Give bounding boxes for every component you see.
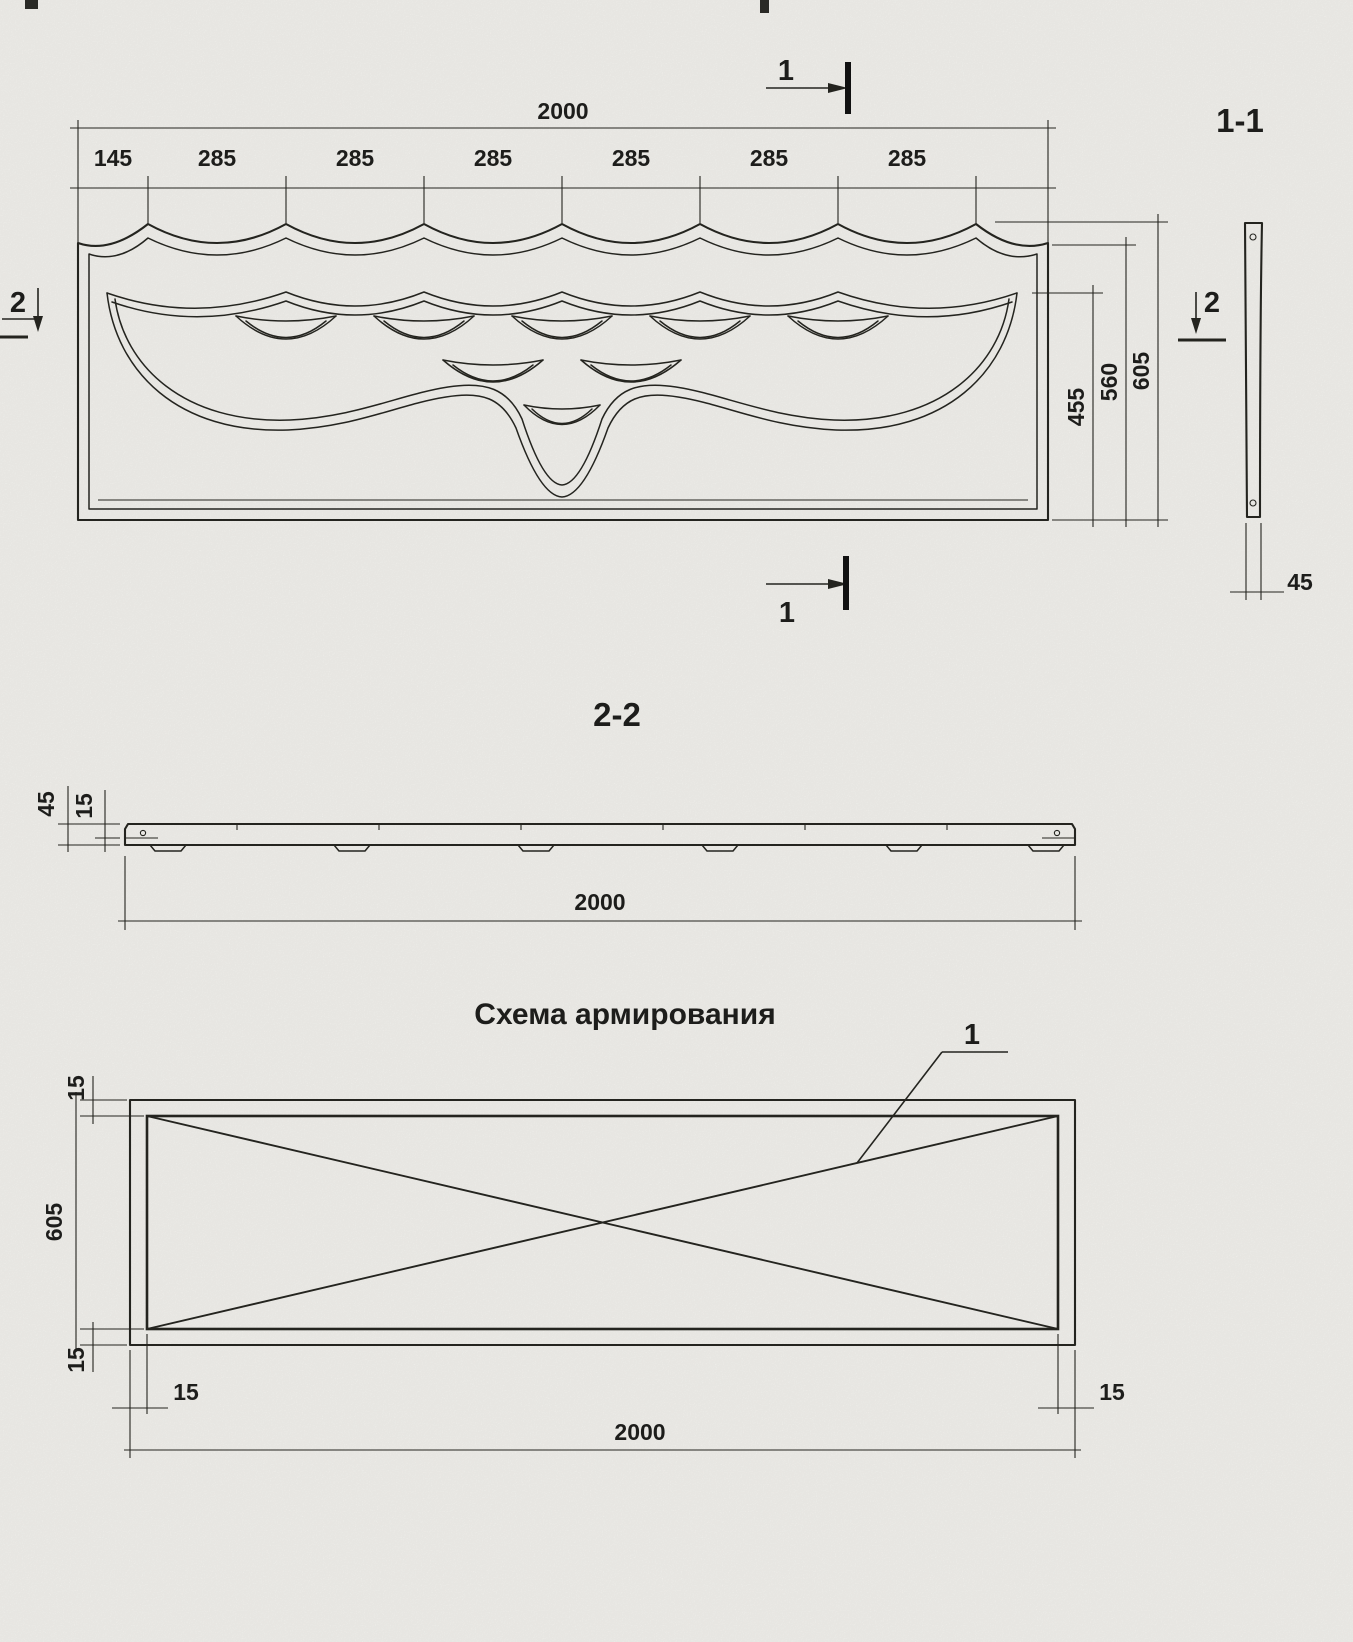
section-mark-1-top-label: 1 xyxy=(778,55,794,87)
reinforcement-dimensions-left: 15 605 15 xyxy=(41,1075,144,1373)
section-1-1-hole-top xyxy=(1249,233,1257,241)
dim-segment-3: 285 xyxy=(474,145,513,171)
dim-inset-right: 15 xyxy=(1099,1379,1125,1405)
section-2-2-view: 2-2 xyxy=(33,696,1082,930)
rebar-diagonal-2 xyxy=(146,1115,1059,1330)
dim-section-1-1-width: 45 xyxy=(1287,569,1313,595)
section-mark-2-right: 2 xyxy=(1178,287,1226,342)
section-1-1-view: 1-1 45 xyxy=(1216,102,1313,600)
section-1-1-label: 1-1 xyxy=(1216,102,1264,139)
reinforcement-view: Схема армирования 1 15 605 15 xyxy=(41,998,1125,1458)
section-mark-2-right-label: 2 xyxy=(1204,287,1220,319)
panel-ornament-swag xyxy=(106,291,1018,498)
section-mark-2-left-label: 2 xyxy=(10,287,26,319)
section-2-2-profile xyxy=(123,822,1077,852)
dim-segment-0: 145 xyxy=(94,145,133,171)
scan-artifact xyxy=(25,0,38,9)
dim-overall-width: 2000 xyxy=(537,98,588,124)
section-1-1-profile xyxy=(1243,221,1264,519)
panel-ornament-crescents xyxy=(235,315,889,426)
section-2-2-dimensions: 45 15 2000 xyxy=(33,786,1082,930)
reinforcement-callout: 1 xyxy=(856,1019,1008,1164)
dim-segment-5: 285 xyxy=(750,145,789,171)
dim-segment-6: 285 xyxy=(888,145,927,171)
dim-plan-length: 2000 xyxy=(614,1419,665,1445)
front-view: 2000 145 285 285 285 285 285 285 455 560 xyxy=(0,55,1226,629)
rebar-frame xyxy=(145,1114,1060,1331)
panel-inner-border xyxy=(88,237,1038,510)
dim-inset-left: 15 xyxy=(173,1379,199,1405)
dim-height-605: 605 xyxy=(1128,352,1154,391)
section-mark-1-bottom: 1 xyxy=(766,556,849,629)
dim-section-2-2-length: 2000 xyxy=(574,889,625,915)
dim-plan-height: 605 xyxy=(41,1203,67,1242)
dim-section-2-2-thickness: 15 xyxy=(71,793,97,819)
section-2-2-hole-left xyxy=(139,829,147,837)
dim-height-455: 455 xyxy=(1063,388,1089,427)
reinforcement-callout-label: 1 xyxy=(964,1019,980,1051)
scan-artifact xyxy=(760,0,769,13)
section-2-2-label: 2-2 xyxy=(593,696,641,733)
dim-segment-1: 285 xyxy=(198,145,237,171)
dim-height-560: 560 xyxy=(1096,363,1122,401)
reinforcement-dimensions-bottom: 15 15 2000 xyxy=(112,1334,1125,1458)
dim-section-2-2-height: 45 xyxy=(33,791,59,817)
section-mark-1-top: 1 xyxy=(766,55,851,114)
section-1-1-dimensions: 45 xyxy=(1230,523,1313,600)
front-dimensions-top: 2000 145 285 285 285 285 285 285 xyxy=(70,98,1056,245)
section-mark-2-left: 2 xyxy=(0,287,43,339)
front-dimensions-right: 455 560 605 xyxy=(995,214,1168,527)
dim-inset-bottom: 15 xyxy=(63,1347,89,1373)
section-mark-1-bottom-label: 1 xyxy=(779,597,795,629)
panel-outline xyxy=(76,222,1050,522)
reinforcement-title: Схема армирования xyxy=(474,998,775,1031)
panel-plan-outline xyxy=(128,1098,1077,1347)
section-1-1-hole-bottom xyxy=(1249,499,1257,507)
dim-segment-2: 285 xyxy=(336,145,375,171)
section-2-2-hole-right xyxy=(1053,829,1061,837)
dim-segment-4: 285 xyxy=(612,145,651,171)
dim-inset-top: 15 xyxy=(63,1075,89,1101)
